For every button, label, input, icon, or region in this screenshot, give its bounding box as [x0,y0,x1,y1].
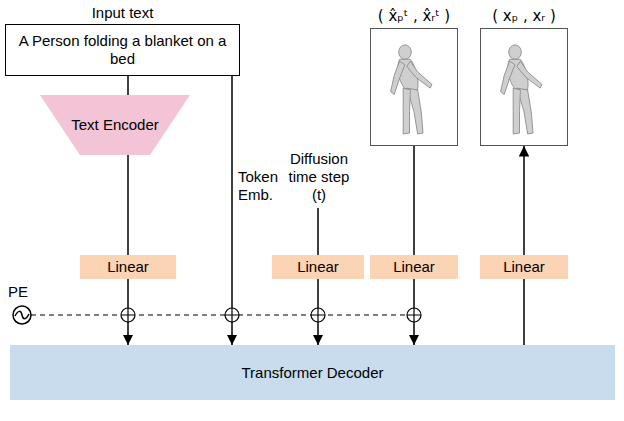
input-text-box: Input text A Person folding a blanket on … [5,2,240,76]
arrow-connector [523,146,525,255]
node-text: Linear [393,258,435,276]
node-text: A Person folding a blanket on a bed [14,32,231,68]
linear-layer: Linear [370,255,458,279]
node-text: Linear [503,258,545,276]
node-text: Transformer Decoder [242,364,384,382]
linear-layer: Linear [480,255,568,279]
human-figure [391,45,432,134]
sum-symbol [121,308,421,322]
linear-layer: Linear [80,255,176,279]
linear-layer-outline: Linear [480,255,568,279]
motion-frame-outline [480,28,568,146]
positional-encoding-label: PE [8,283,38,301]
arrow-connector [231,76,233,345]
motion-frame: ( x̂ₚᵗ , x̂ᵣᵗ ) [370,4,458,146]
transformer-decoder: Transformer Decoder [10,345,615,400]
node-heading: ( x̂ₚᵗ , x̂ᵣᵗ ) [370,4,458,28]
node-text: Text Encoder [71,116,159,134]
encoder-trapezoid [40,95,190,155]
motion-frame: ( xₚ , xᵣ ) [480,4,568,146]
node-heading: Input text [5,2,240,24]
time-step-label: Diffusion time step (t) [282,150,356,204]
linear-layer-outline: Linear [272,255,364,279]
node-heading: ( xₚ , xᵣ ) [480,4,568,28]
positional-encoding-line [31,314,407,315]
transformer-decoder-outline: Transformer Decoder [10,345,615,400]
text-encoder: Text Encoder [40,95,190,155]
linear-layer-outline: Linear [370,255,458,279]
leader-line [317,208,319,255]
linear-layer-outline: Linear [80,255,176,279]
node-text: Linear [107,258,149,276]
positional-encoding-symbol [13,306,31,324]
text-encoder-outline: Text Encoder [40,95,190,155]
linear-layer: Linear [272,255,364,279]
arrow-connector [413,146,415,255]
node-text: Linear [297,258,339,276]
token-embedding-label: Token Emb. [238,168,288,204]
arrow-connector [127,76,129,95]
arrow-connector [523,279,525,345]
motion-frame-outline [370,28,458,146]
arrow-connector [127,155,129,255]
input-text-box-outline: A Person folding a blanket on a bed [5,24,240,76]
human-figure [501,45,542,134]
